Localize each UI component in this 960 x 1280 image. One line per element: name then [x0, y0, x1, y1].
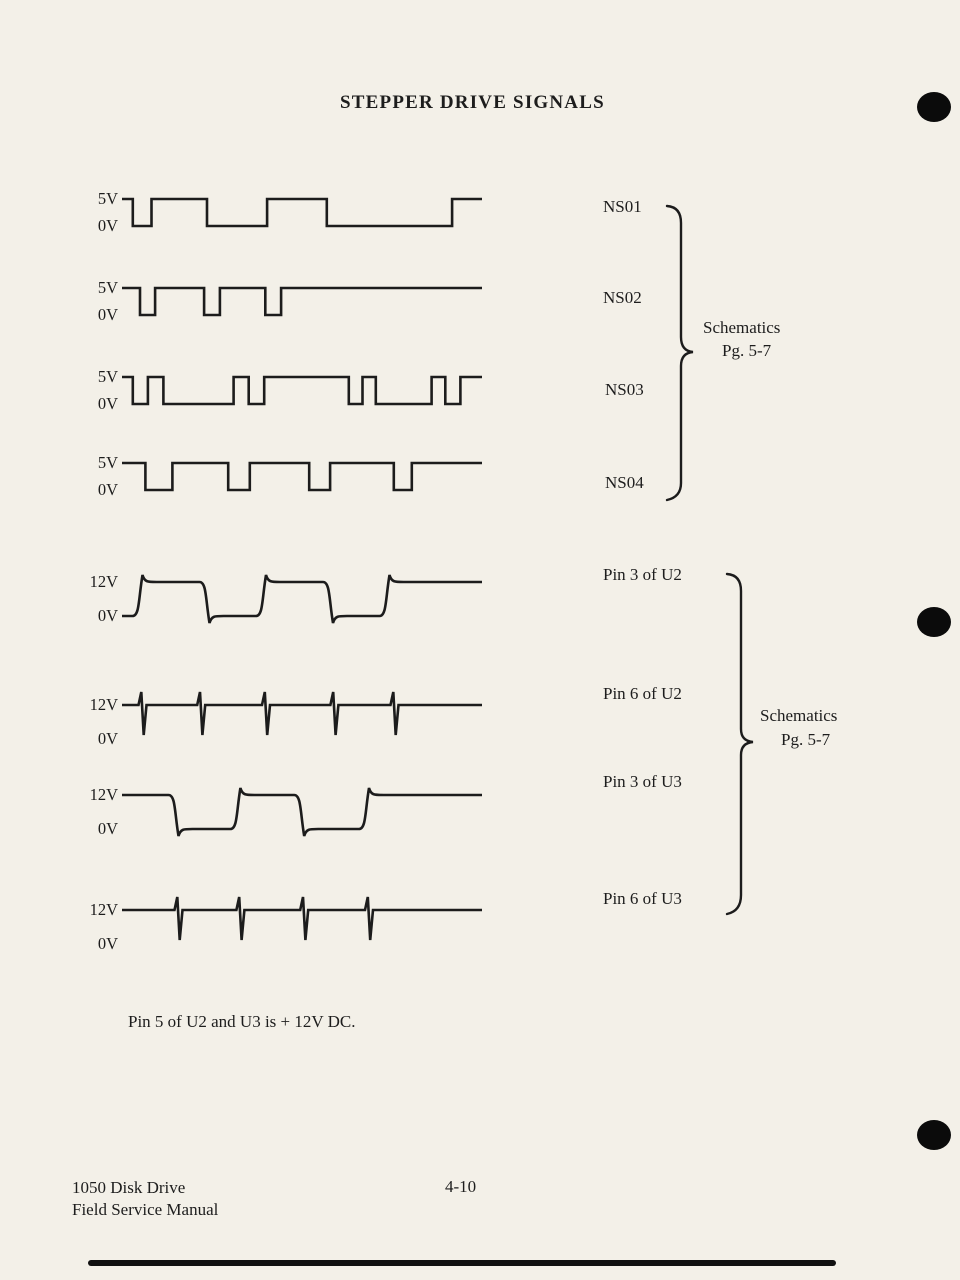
page-number: 4-10: [445, 1177, 477, 1196]
trace-row-pin3-u3: 12V 0V: [78, 779, 488, 851]
high-level-label: 5V: [97, 189, 118, 208]
low-level-label: 0V: [97, 819, 118, 838]
scan-edge-mark: [88, 1260, 836, 1266]
low-level-label: 0V: [97, 216, 118, 235]
low-level-label: 0V: [97, 934, 118, 953]
low-level-label: 0V: [97, 480, 118, 499]
schematics-ref-line1: Schematics: [760, 706, 838, 725]
high-level-label: 12V: [89, 695, 118, 714]
hole-punch-dot: [917, 1120, 951, 1150]
signal-label-ns02: NS02: [603, 288, 642, 307]
footer-line2: Field Service Manual: [72, 1200, 219, 1219]
waveform-ns03: [122, 375, 482, 406]
signal-label-ns03: NS03: [605, 380, 644, 399]
low-level-label: 0V: [97, 606, 118, 625]
low-level-label: 0V: [97, 729, 118, 748]
footer-line1: 1050 Disk Drive: [72, 1178, 186, 1197]
brace-bracket-icon: [665, 204, 694, 502]
signal-label-pin6-u3: Pin 6 of U3: [603, 889, 682, 908]
page-title: STEPPER DRIVE SIGNALS: [340, 92, 605, 113]
signal-label-ns04: NS04: [605, 473, 644, 492]
trace-row-ns01: 5V 0V: [78, 183, 488, 255]
high-level-label: 12V: [89, 785, 118, 804]
waveform-ns01: [122, 197, 482, 228]
trace-row-pin3-u2: 12V 0V: [78, 566, 488, 638]
waveform-ns04: [122, 461, 482, 492]
schematics-ref-line2: Pg. 5-7: [722, 341, 772, 360]
high-level-label: 5V: [97, 367, 118, 386]
waveform-pin3-u2: [122, 574, 482, 624]
waveform-ns02: [122, 286, 482, 317]
waveform-pin6-u2: [122, 691, 482, 736]
brace-bracket-icon: [725, 572, 754, 916]
high-level-label: 12V: [89, 900, 118, 919]
low-level-label: 0V: [97, 394, 118, 413]
schematics-ref-line1: Schematics: [703, 318, 781, 337]
footer-doc-title: 1050 Disk Drive Field Service Manual: [72, 1177, 218, 1221]
trace-row-pin6-u3: 12V 0V: [78, 894, 488, 966]
low-level-label: 0V: [97, 305, 118, 324]
high-level-label: 5V: [97, 453, 118, 472]
trace-row-ns04: 5V 0V: [78, 447, 488, 519]
hole-punch-dot: [917, 92, 951, 122]
hole-punch-dot: [917, 607, 951, 637]
waveform-pin6-u3: [122, 896, 482, 941]
waveform-pin3-u3: [122, 787, 482, 837]
signal-label-pin6-u2: Pin 6 of U2: [603, 684, 682, 703]
signal-label-pin3-u2: Pin 3 of U2: [603, 565, 682, 584]
note-text: Pin 5 of U2 and U3 is + 12V DC.: [128, 1012, 356, 1031]
trace-row-pin6-u2: 12V 0V: [78, 689, 488, 761]
signal-label-ns01: NS01: [603, 197, 642, 216]
high-level-label: 5V: [97, 278, 118, 297]
trace-row-ns03: 5V 0V: [78, 361, 488, 433]
schematics-ref-line2: Pg. 5-7: [781, 730, 831, 749]
high-level-label: 12V: [89, 572, 118, 591]
trace-row-ns02: 5V 0V: [78, 272, 488, 344]
signal-label-pin3-u3: Pin 3 of U3: [603, 772, 682, 791]
